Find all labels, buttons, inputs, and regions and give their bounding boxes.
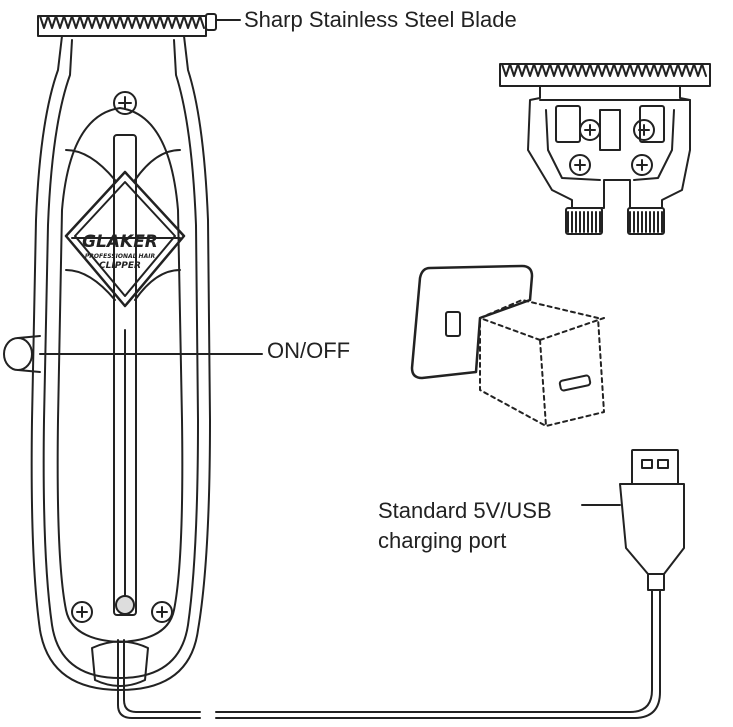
usb-label-line-2: charging port <box>378 528 507 553</box>
detached-blade <box>500 64 710 234</box>
blade-label: Sharp Stainless Steel Blade <box>244 7 517 32</box>
brand-badge-text: GLAKER PROFESSIONAL HAIR CLIPPER <box>80 232 160 271</box>
brand-subtitle-1: PROFESSIONAL HAIR <box>84 253 156 260</box>
clipper-body <box>4 36 210 690</box>
switch-label: ON/OFF <box>267 338 351 363</box>
usb-plug <box>620 450 684 590</box>
wall-adapter <box>412 266 604 426</box>
usb-label: Standard 5V/USB charging port <box>378 496 598 556</box>
clipper-cable <box>118 590 660 718</box>
brand-name: GLAKER <box>82 232 158 252</box>
brand-subtitle-2: CLIPPER <box>99 261 141 271</box>
usb-label-line-1: Standard 5V/USB <box>378 498 552 523</box>
leader-lines <box>40 20 620 505</box>
clipper-blade <box>38 14 216 36</box>
